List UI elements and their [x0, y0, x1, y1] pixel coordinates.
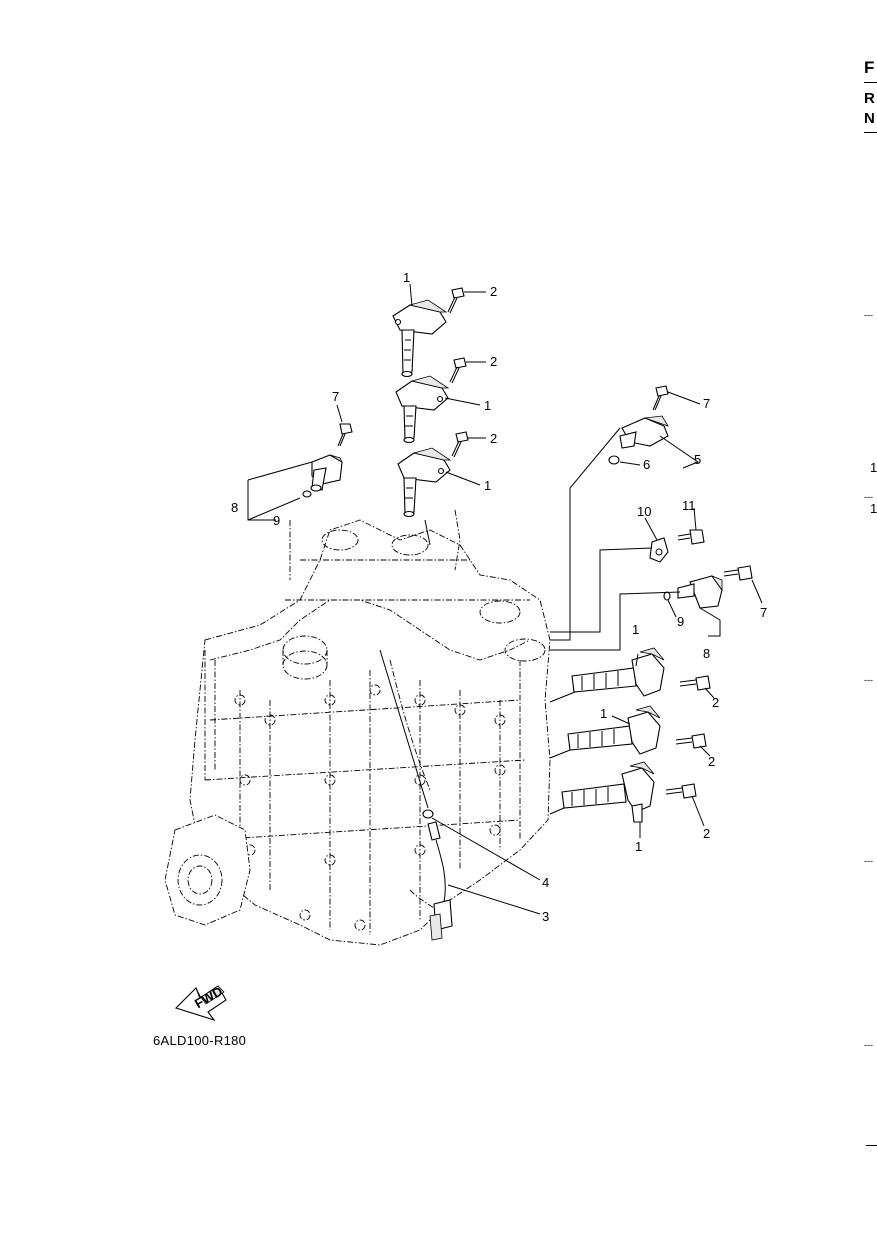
- edge-dash: ---: [864, 856, 873, 866]
- cam-sensor-right-upper: [619, 415, 669, 449]
- callout-1: 1: [484, 398, 491, 413]
- edge-letter-f: F: [864, 58, 875, 77]
- callout-1: 1: [484, 478, 491, 493]
- callout-2: 2: [712, 695, 719, 710]
- bolt-crank-sensor: [723, 565, 753, 581]
- edge-letter-n: N: [864, 110, 875, 127]
- o-ring-right-lower: [663, 591, 671, 601]
- gasket: [422, 809, 434, 819]
- edge-number: 1: [870, 460, 877, 475]
- callout-8: 8: [231, 500, 238, 515]
- edge-number: 1: [870, 501, 877, 516]
- callout-1: 1: [635, 839, 642, 854]
- ignition-coil-right-3: [561, 761, 655, 823]
- callout-6: 6: [643, 457, 650, 472]
- callout-9: 9: [677, 614, 684, 629]
- temperature-sensor: [427, 821, 453, 941]
- callout-10: 10: [637, 504, 651, 519]
- edge-rule: [864, 82, 877, 83]
- callout-2: 2: [490, 431, 497, 446]
- callout-2: 2: [490, 354, 497, 369]
- bolt-right-3: [665, 783, 697, 799]
- callout-9: 9: [273, 513, 280, 528]
- diagram-code: 6ALD100-R180: [153, 1033, 247, 1048]
- edge-dash: ---: [864, 1040, 873, 1050]
- edge-dash: ---: [864, 675, 873, 685]
- callout-4: 4: [542, 875, 549, 890]
- ignition-coil-right-1: [571, 647, 665, 697]
- ignition-coil-top-2: [395, 375, 450, 444]
- ignition-coil-right-2: [567, 705, 661, 755]
- o-ring-left: [302, 490, 312, 498]
- bolt-top-2: [449, 357, 467, 384]
- edge-dash: ---: [864, 492, 873, 502]
- callout-1: 1: [600, 706, 607, 721]
- edge-dash: ---: [864, 310, 873, 320]
- callout-3: 3: [542, 909, 549, 924]
- callout-7: 7: [760, 605, 767, 620]
- bolt-left-sensor: [337, 423, 353, 447]
- callout-7: 7: [332, 389, 339, 404]
- edge-rule: [864, 132, 877, 133]
- fwd-arrow-icon: FWD: [174, 983, 227, 1022]
- o-ring-right-upper: [608, 455, 620, 465]
- callout-numbers: 1 2 2 1 2 1 7 8 9 7 5 6 10 11 7 9 8 1 2 …: [231, 270, 767, 924]
- bolt-right-upper: [652, 385, 669, 411]
- ignition-coil-top-1: [392, 299, 448, 378]
- cam-sensor-left: [310, 454, 343, 492]
- bolt-right-2: [675, 733, 707, 749]
- edge-rule: [866, 1145, 877, 1146]
- callout-5: 5: [694, 452, 701, 467]
- bolt-clamp: [677, 529, 705, 545]
- callout-2: 2: [708, 754, 715, 769]
- callout-11: 11: [682, 498, 696, 513]
- bolt-right-1: [679, 675, 711, 691]
- callout-2: 2: [490, 284, 497, 299]
- callout-8: 8: [703, 646, 710, 661]
- callout-2: 2: [703, 826, 710, 841]
- engine-block: [164, 509, 551, 946]
- edge-letter-r: R: [864, 90, 875, 107]
- callout-1: 1: [403, 270, 410, 285]
- bolt-top-3: [451, 431, 469, 458]
- bolt-top-1: [447, 287, 465, 314]
- callout-1: 1: [632, 622, 639, 637]
- ignition-coil-top-3: [397, 447, 452, 518]
- clamp: [649, 537, 669, 563]
- callout-7: 7: [703, 396, 710, 411]
- crank-sensor-right: [677, 575, 723, 609]
